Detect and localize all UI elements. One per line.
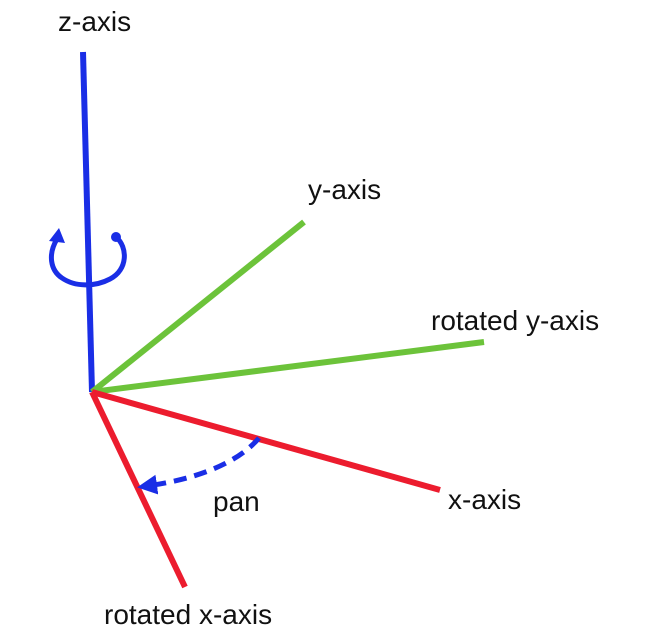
y-axis-label: y-axis (308, 174, 381, 205)
z-axis-line (80, 51, 95, 393)
x-axis-label: x-axis (448, 484, 521, 515)
rotated-x-axis-line (89, 390, 188, 589)
dashed-curved-arrow-icon (137, 436, 261, 495)
rotated-y-axis-line (91, 339, 485, 395)
circular-rotation-arrow-icon (48, 228, 127, 288)
z-axis-label: z-axis (58, 6, 131, 37)
pan-label: pan (213, 486, 260, 517)
rotated-y-axis-label: rotated y-axis (431, 305, 599, 336)
y-axis-line (90, 219, 306, 395)
x-axis-line (91, 389, 441, 493)
rotated-x-axis-label: rotated x-axis (104, 599, 272, 630)
